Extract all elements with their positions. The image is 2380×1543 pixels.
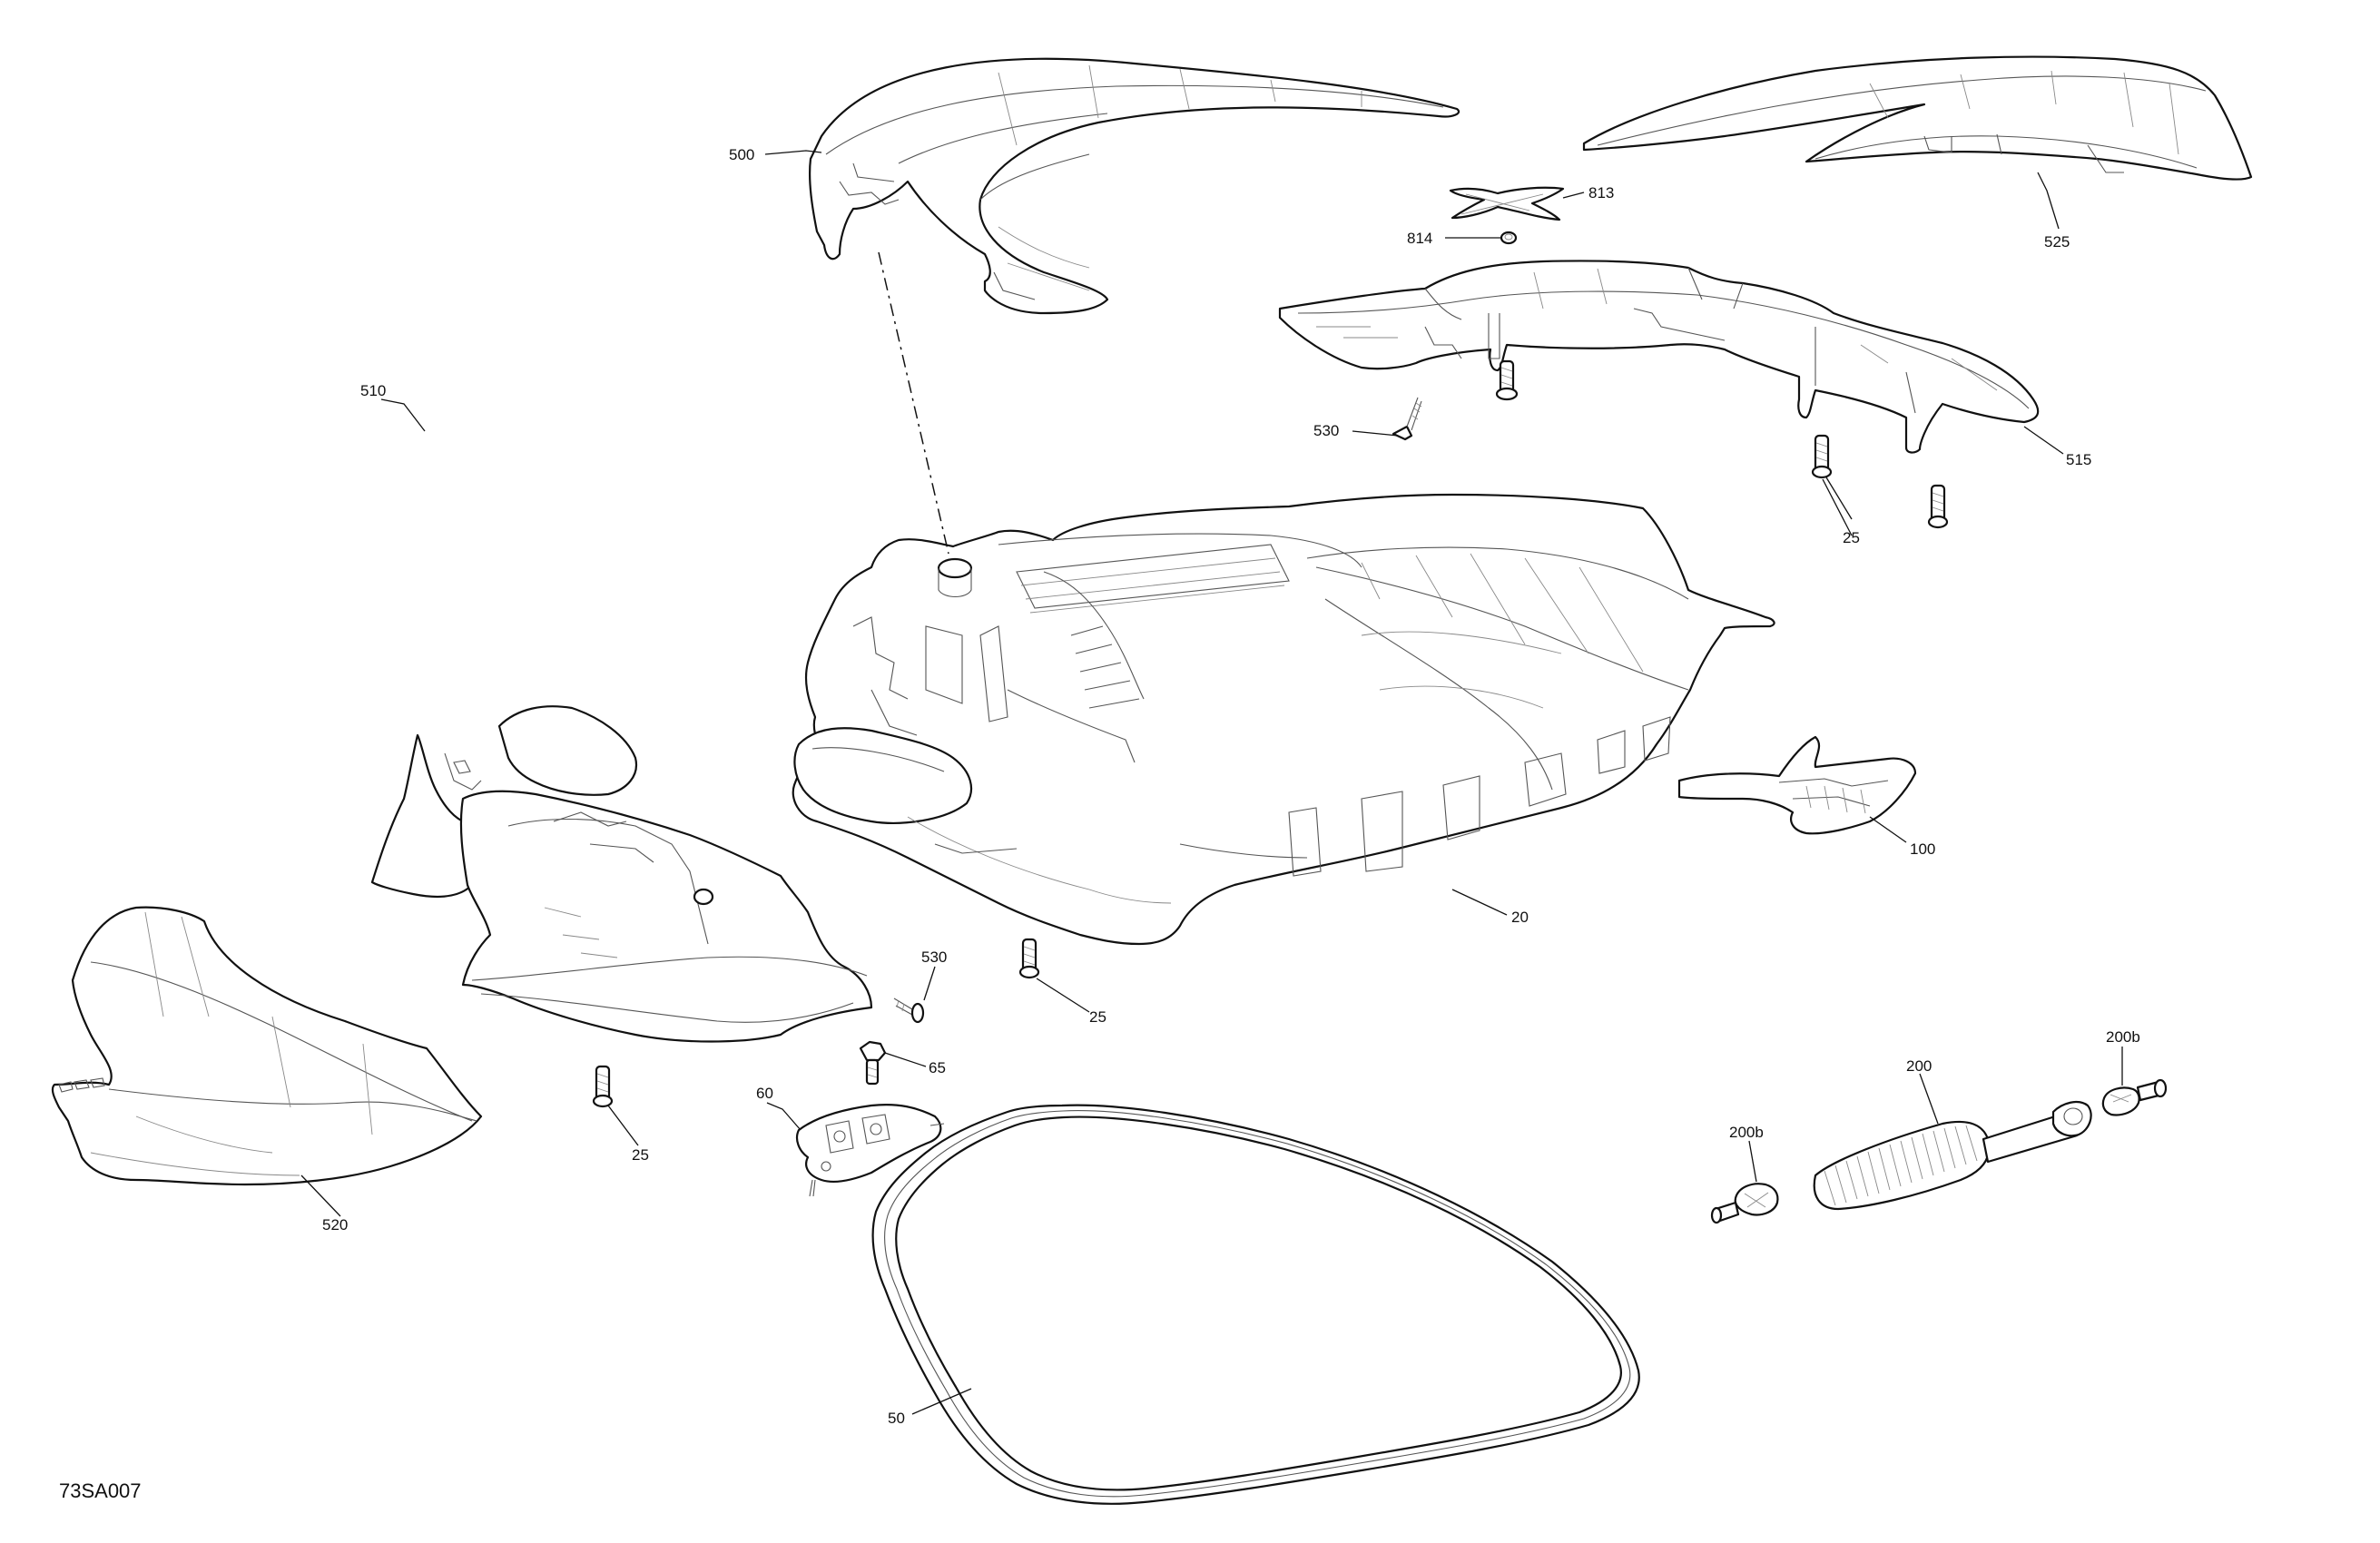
callout-200: 200 — [1906, 1057, 1932, 1075]
diagram-code: 73SA007 — [59, 1479, 142, 1502]
callout-500: 500 — [729, 146, 754, 163]
callout-65: 65 — [929, 1059, 946, 1076]
callout-813: 813 — [1588, 184, 1614, 201]
part-200b-socket-right — [2101, 1078, 2168, 1116]
callout-530-lower: 530 — [921, 948, 947, 966]
part-50-seal — [871, 1104, 1640, 1505]
part-525-rear-trim — [1582, 55, 2253, 181]
screw-25-left — [592, 1065, 614, 1108]
screw-upper-mid — [1495, 359, 1519, 401]
callout-25-left: 25 — [632, 1146, 649, 1164]
screw-25-right-b — [1927, 484, 1949, 529]
leader-lines — [300, 150, 2123, 1415]
callout-100: 100 — [1910, 840, 1935, 858]
screw-530-upper — [1392, 397, 1422, 441]
callout-515: 515 — [2066, 451, 2091, 468]
part-515-rear-bracket — [1278, 260, 2040, 454]
callout-20: 20 — [1511, 909, 1529, 926]
part-520-side-panel — [51, 906, 483, 1186]
callout-60: 60 — [756, 1085, 773, 1102]
callout-25-upper: 25 — [1843, 529, 1860, 546]
bolt-65 — [859, 1040, 887, 1086]
screw-530-lower — [893, 998, 925, 1024]
callout-200b-left: 200b — [1729, 1124, 1764, 1141]
callout-50: 50 — [888, 1410, 905, 1427]
part-500-upper-cover — [808, 57, 1460, 315]
callout-525: 525 — [2044, 233, 2070, 251]
part-813-emblem — [1449, 186, 1565, 221]
part-200-gas-spring — [1813, 1100, 2092, 1211]
callout-200b-right: 200b — [2106, 1028, 2140, 1046]
alignment-line — [878, 251, 949, 555]
part-814-clip — [1500, 231, 1518, 245]
part-20-storage-body — [792, 493, 1775, 946]
screw-25-right-a — [1811, 434, 1833, 479]
part-100-latch — [1677, 735, 1917, 835]
callout-25-middle: 25 — [1089, 1008, 1106, 1026]
part-200b-socket-left — [1710, 1183, 1779, 1224]
screw-25-middle — [1018, 938, 1040, 979]
callout-530-upper: 530 — [1313, 422, 1339, 439]
part-60-hinge — [795, 1104, 945, 1197]
callout-510: 510 — [360, 382, 386, 399]
callout-520: 520 — [322, 1216, 348, 1233]
callout-814: 814 — [1407, 230, 1432, 247]
part-510-front-lid — [370, 705, 873, 1043]
